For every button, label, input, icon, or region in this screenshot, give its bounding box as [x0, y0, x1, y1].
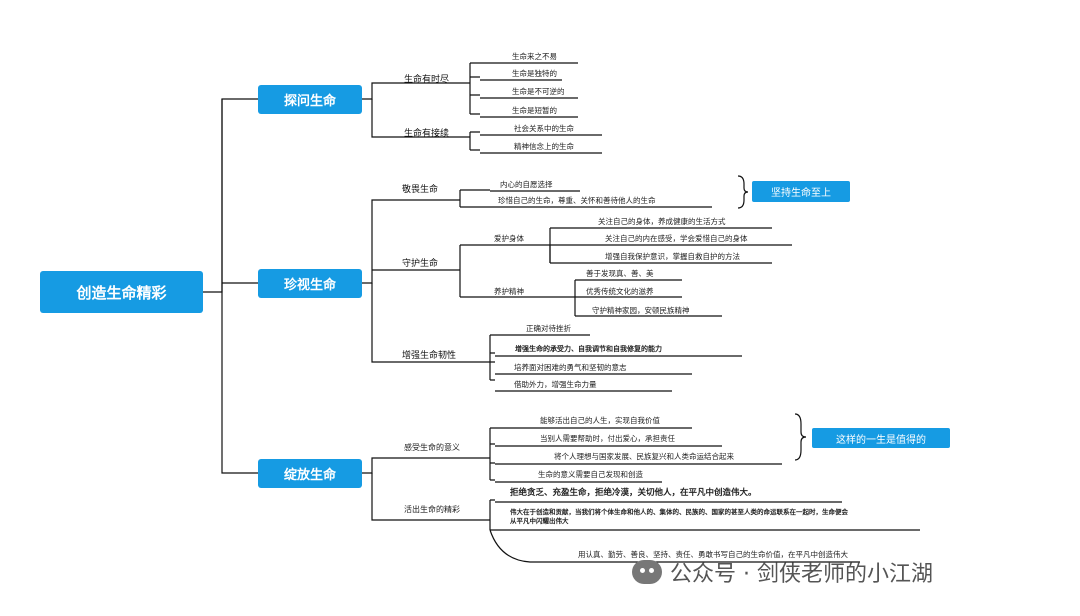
leaf: 生命的意义需要自己发现和创造: [538, 470, 643, 479]
sub-life-ends: 生命有时尽: [404, 75, 450, 85]
leaf: 生命来之不易: [512, 52, 557, 61]
watermark-text: 公众号 · 剑侠老师的小江湖: [670, 562, 933, 587]
leaf: 善于发现真、善、美: [586, 269, 654, 278]
leaf: 伟大在于创造和贡献，当我们将个体生命和他人的、集体的、民族的、国家的甚至人类的命…: [510, 508, 848, 516]
leaf: 将个人理想与国家发展、民族复兴和人类命运结合起来: [554, 452, 734, 461]
watermark: 公众号 · 剑侠老师的小江湖: [632, 556, 933, 588]
leaf: 优秀传统文化的滋养: [586, 287, 654, 296]
sub-guard-life: 守护生命: [402, 259, 439, 269]
leaf: 内心的自愿选择: [500, 180, 553, 189]
leaf: 精神信念上的生命: [514, 142, 574, 151]
leaf: 生命是短暂的: [512, 106, 557, 115]
leaf: 拒绝贪乏、充盈生命，拒绝冷漠，关切他人，在平凡中创造伟大。: [510, 488, 757, 498]
note-life-first: 坚持生命至上: [752, 181, 850, 202]
sub-life-continues: 生命有接续: [404, 129, 450, 139]
sub-live-brilliantly: 活出生命的精彩: [404, 505, 460, 514]
sub-resilience: 增强生命韧性: [402, 351, 457, 361]
leaf: 珍惜自己的生命，尊重、关怀和善待他人的生命: [498, 196, 656, 205]
group-care-body: 爱护身体: [494, 234, 524, 243]
leaf: 培养面对困难的勇气和坚韧的意志: [514, 363, 627, 372]
branch-bloom-life[interactable]: 绽放生命: [258, 459, 362, 488]
wechat-icon: [632, 560, 662, 584]
leaf: 关注自己的身体，养成健康的生活方式: [598, 217, 726, 226]
branch-explore-life[interactable]: 探问生命: [258, 85, 362, 114]
leaf: 增强自我保护意识，掌握自救自护的方法: [605, 252, 740, 261]
leaf: 当别人需要帮助时，付出爱心，承担责任: [540, 434, 675, 443]
leaf: 正确对待挫折: [526, 324, 571, 333]
leaf: 增强生命的承受力、自我调节和自我修复的能力: [515, 345, 662, 353]
sub-revere-life: 敬畏生命: [402, 185, 439, 195]
leaf: 生命是独特的: [512, 69, 557, 78]
leaf: 关注自己的内在感受，学会爱惜自己的身体: [605, 234, 748, 243]
root-node[interactable]: 创造生命精彩: [40, 271, 203, 313]
branch-cherish-life[interactable]: 珍视生命: [258, 269, 362, 298]
leaf: 从平凡中闪耀出伟大: [510, 517, 569, 525]
leaf: 社会关系中的生命: [514, 124, 574, 133]
leaf: 借助外力，增强生命力量: [514, 380, 597, 389]
sub-feel-meaning: 感受生命的意义: [404, 443, 460, 452]
note-worthwhile: 这样的一生是值得的: [812, 428, 950, 448]
leaf: 用认真、勤劳、善良、坚持、责任、勇敢书写自己的生命价值，在平凡中创造伟大: [578, 550, 848, 559]
leaf: 生命是不可逆的: [512, 87, 565, 96]
group-nurture-spirit: 养护精神: [494, 287, 524, 296]
leaf: 守护精神家园，安顿民族精神: [592, 306, 690, 315]
leaf: 能够活出自己的人生，实现自我价值: [540, 416, 660, 425]
